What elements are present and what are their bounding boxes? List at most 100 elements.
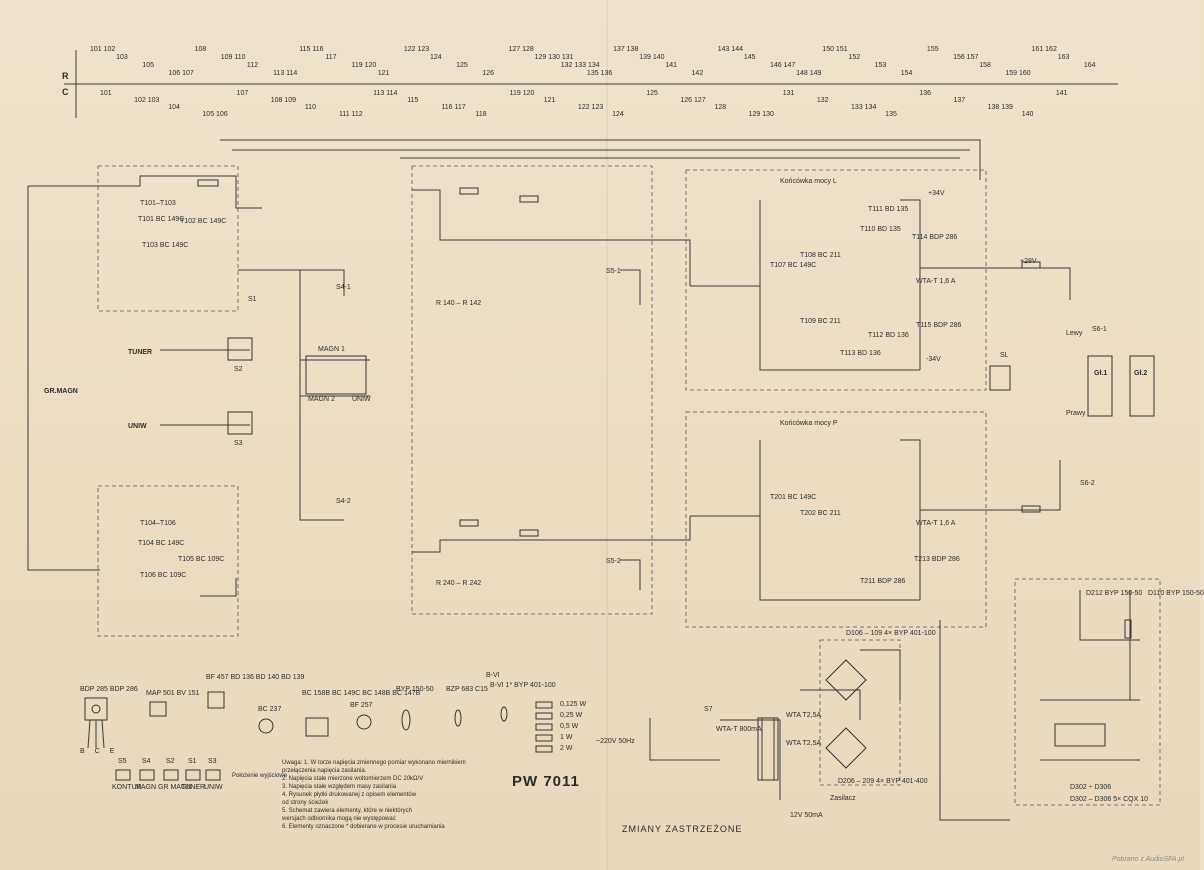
ruler-ref: 145 — [743, 54, 756, 61]
note-line: przełączenia napięcia zasilania. — [282, 768, 367, 774]
fuse-label: WTA T2,5A — [786, 712, 822, 719]
ruler-ref: 113 114 — [273, 70, 298, 77]
note-line: 4. Rysunek płytki drukowanej z opisem el… — [282, 792, 417, 798]
ruler-ref: 148 149 — [796, 70, 822, 77]
model-title: PW 7011 — [512, 773, 580, 790]
switch-legend-header: S3 — [208, 758, 217, 765]
ruler-ref: 159 160 — [1005, 70, 1031, 77]
transistor-label: T107 BC 149C — [770, 262, 817, 269]
ruler-ref: 125 — [646, 90, 658, 97]
switch-legend-label: TUNER — [181, 784, 206, 791]
connector-uniw: UNIW — [128, 423, 147, 430]
note-line: 5. Schemat zawiera elementy, które w nie… — [282, 808, 412, 814]
ruler-ref: 136 — [919, 90, 931, 97]
ruler-ref: 139 140 — [639, 54, 665, 61]
ruler-ref: 102 103 — [134, 97, 160, 104]
transistor-label: T103 BC 149C — [142, 242, 189, 249]
ruler-ref: 141 — [1055, 90, 1068, 97]
package-pins: B C E — [80, 748, 119, 755]
switch-legend-label: GR MAGN — [158, 784, 192, 791]
transistor-label: T114 BDP 286 — [912, 234, 958, 241]
ruler-ref: 132 133 134 — [560, 62, 600, 69]
ruler-row-c: C — [62, 87, 69, 97]
switch-s2: S2 — [234, 366, 243, 373]
connector-tuner: TUNER — [128, 349, 153, 356]
rail-label: -34V — [926, 356, 941, 363]
connector-lewy: Lewy — [1066, 330, 1083, 337]
ruler-ref: 163 — [1057, 54, 1070, 61]
ruler-ref: 119 120 — [509, 90, 535, 97]
diode-label: D106 – 109 4× BYP 401-100 — [846, 630, 936, 637]
transistor-label: T101 BC 149C — [138, 216, 185, 223]
rating-label: 1 W — [560, 734, 573, 741]
ruler-ref: 158 — [979, 62, 991, 69]
switch-legend-header: S5 — [118, 758, 127, 765]
ruler-ref: 137 138 — [613, 46, 639, 53]
ruler-ref: 117 — [325, 54, 337, 61]
block-power-bottom: Końcówka mocy P — [780, 420, 838, 427]
ruler-ref: 121 — [377, 70, 390, 77]
connector-prawy: Prawy — [1066, 410, 1086, 417]
ruler-ref: 138 139 — [987, 104, 1013, 111]
ruler-ref: 140 — [1021, 111, 1034, 118]
switch-legend-label: MAGN — [135, 784, 156, 791]
switch-legend-header: S4 — [142, 758, 151, 765]
package-label: BF 257 — [350, 702, 373, 709]
note-line: Uwaga: 1. W torze napięcia zmiennego pom… — [282, 760, 466, 766]
rail-label: ~220V 50Hz — [596, 738, 635, 745]
ruler-ref: 112 — [246, 62, 259, 69]
diode-label: D110 BYP 150-50 — [1148, 590, 1204, 597]
ruler-ref: 129 130 131 — [534, 54, 574, 61]
ruler-ref: 106 107 — [168, 70, 194, 77]
package-label: BC 158B BC 149C BC 148B BC 147B — [302, 690, 421, 697]
block-preamp-top: T101–T103 — [140, 200, 176, 207]
block-indicator: D302 ÷ D306 — [1070, 784, 1112, 791]
note-line: 3. Napięcia stałe względem masy zasilani… — [282, 784, 397, 790]
package-label: BDP 285 BDP 286 — [80, 686, 138, 693]
rail-label: +28V — [1020, 258, 1037, 265]
ruler-ref: 107 — [236, 90, 249, 97]
diode-label: D302 – D306 5× CQX 10 — [1070, 796, 1149, 803]
transistor-label: T115 BDP 286 — [916, 322, 962, 329]
ruler-ref: 142 — [691, 70, 704, 77]
switch-legend-note: Położenie wyjściowe — [232, 773, 288, 779]
ruler-ref: 103 — [116, 54, 128, 61]
transistor-label: T112 BD 136 — [868, 332, 909, 339]
transistor-label: T102 BC 149C — [180, 218, 227, 225]
ruler-ref: 156 157 — [953, 54, 979, 61]
switch-legend-header: S2 — [166, 758, 175, 765]
switch-magn1: MAGN 1 — [318, 346, 345, 353]
rail-label: B-VI — [486, 672, 500, 679]
ruler-ref: 105 106 — [202, 111, 228, 118]
ruler-ref: 131 — [782, 90, 795, 97]
rating-label: 0,5 W — [560, 723, 579, 730]
fuse-label: WTA T2,5A — [786, 740, 822, 747]
rating-label: 0,25 W — [560, 712, 583, 719]
ruler-ref: 152 — [848, 54, 861, 61]
ruler-ref: 111 112 — [338, 111, 363, 118]
transistor-label: T104 BC 149C — [138, 540, 185, 547]
switch-legend-label: UNIW — [204, 784, 223, 791]
transistor-label: T106 BC 109C — [140, 572, 187, 579]
ruler-ref: 155 — [926, 46, 939, 53]
ruler-ref: 153 — [874, 62, 887, 69]
ruler-ref: 105 — [142, 62, 154, 69]
ruler-ref: 150 151 — [822, 46, 848, 53]
ruler-ref: 137 — [953, 97, 966, 104]
watermark: Pobrano z AudioSFA.pl — [1112, 856, 1184, 863]
rating-label: 0,125 W — [560, 701, 587, 708]
transistor-label: T109 BC 211 — [800, 318, 841, 325]
ruler-ref: 154 — [900, 70, 913, 77]
transistor-label: T202 BC 211 — [800, 510, 841, 517]
switch-legend-label: KONTUR — [112, 784, 142, 791]
ruler-ref: 108 — [194, 46, 207, 53]
ruler-ref: 109 110 — [220, 54, 246, 61]
ruler-ref: 124 — [612, 111, 624, 118]
ruler-ref: 113 114 — [373, 90, 398, 97]
connector-gl2: Gł.2 — [1134, 370, 1148, 377]
package-label: BC 237 — [258, 706, 282, 713]
switch-s4-2: S4-2 — [336, 498, 351, 505]
switch-s5-1: S5-1 — [606, 268, 621, 275]
rail-label: +34V — [928, 190, 945, 197]
ruler-ref: 124 — [430, 54, 442, 61]
